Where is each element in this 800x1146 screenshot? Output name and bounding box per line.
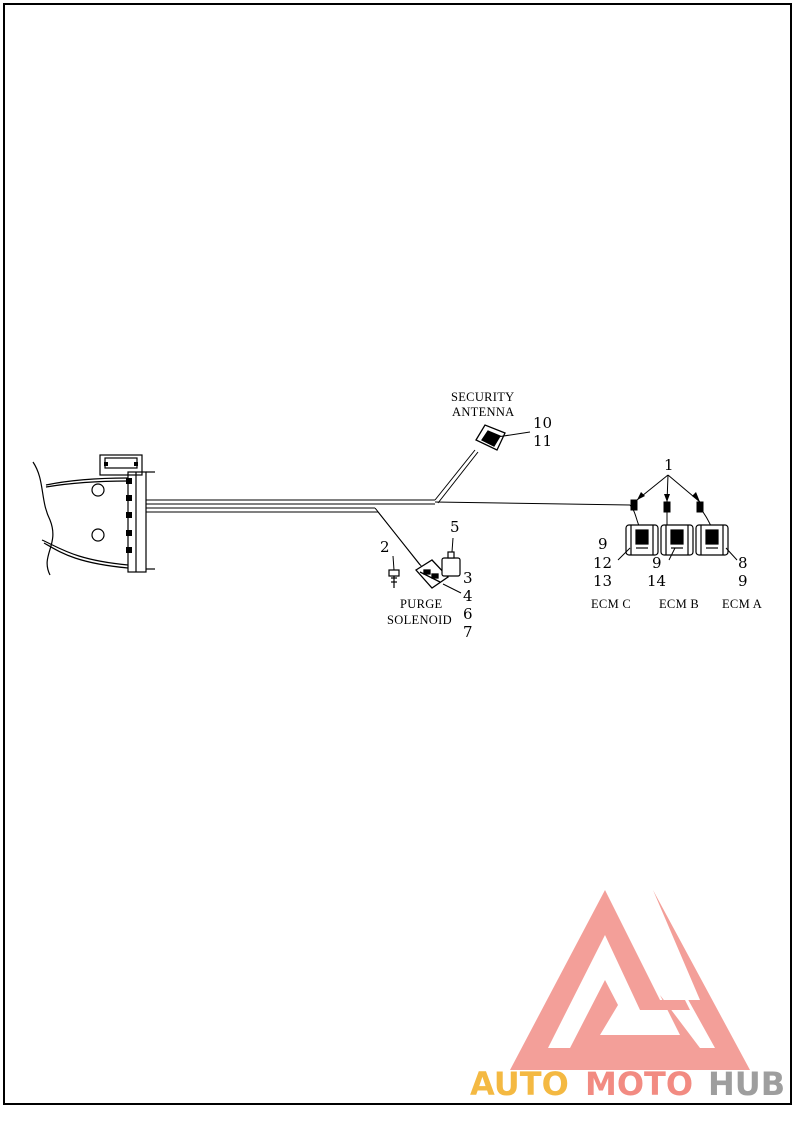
callout-13: 13 — [593, 572, 612, 590]
callout-14: 14 — [647, 572, 666, 590]
security-antenna-label-line1: SECURITY — [451, 390, 515, 404]
purge-screw-icon — [388, 569, 400, 588]
ecm-c-module — [625, 524, 659, 556]
watermark-auto: AUTO — [470, 1065, 569, 1103]
purge-solenoid-label-line2: SOLENOID — [387, 613, 452, 627]
watermark-logo-icon — [510, 890, 750, 1070]
callout-9-ecm-a: 9 — [738, 572, 748, 590]
callout-6: 6 — [463, 605, 473, 623]
watermark-moto: MOTO — [585, 1065, 693, 1103]
ecm-a-module — [695, 524, 729, 556]
watermark-text: AUTO MOTO HUB — [470, 1065, 785, 1103]
wiring-harness — [146, 449, 713, 568]
callout-4: 4 — [463, 587, 473, 605]
purge-solenoid-connector-icon — [441, 551, 461, 577]
watermark-hub: HUB — [708, 1065, 785, 1103]
purge-solenoid-label-line1: PURGE — [400, 597, 443, 611]
callout-5: 5 — [450, 518, 460, 536]
ecm-b-label: ECM B — [659, 597, 699, 611]
callout-2: 2 — [380, 538, 390, 556]
ecm-b-module — [660, 524, 694, 556]
vehicle-frame — [32, 454, 155, 576]
security-antenna-label-line2: ANTENNA — [452, 405, 515, 419]
security-antenna-icon — [475, 424, 506, 451]
callout-10: 10 — [533, 414, 552, 432]
purge-solenoid-icon — [415, 559, 449, 589]
page-border — [3, 3, 792, 1105]
callout-9-ecm-b: 9 — [652, 554, 662, 572]
callout-1: 1 — [664, 456, 674, 474]
callout-11: 11 — [533, 432, 552, 450]
callout-12: 12 — [593, 554, 612, 572]
callout-7: 7 — [463, 623, 473, 641]
frame-bolts — [104, 462, 138, 553]
callout-8: 8 — [738, 554, 748, 572]
ecm-c-label: ECM C — [591, 597, 631, 611]
callout-3: 3 — [463, 569, 473, 587]
ecm-a-label: ECM A — [722, 597, 762, 611]
callout-9-ecm-c: 9 — [598, 535, 608, 553]
leader-arrowheads — [637, 492, 700, 502]
